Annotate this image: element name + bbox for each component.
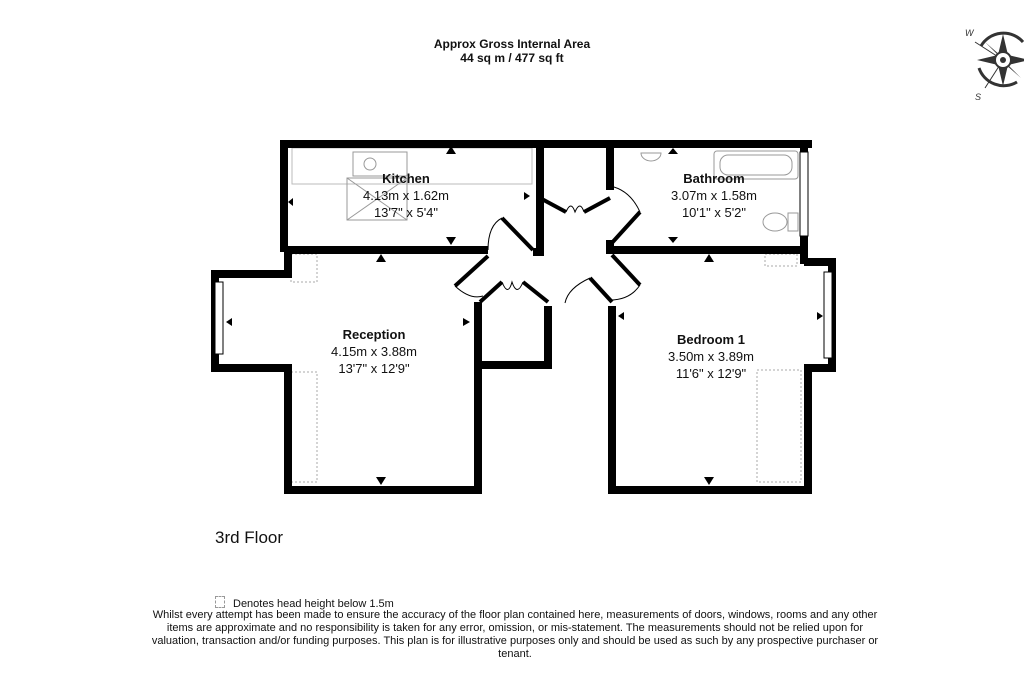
- legend: Denotes head height below 1.5m: [215, 596, 394, 610]
- room-metric: 3.07m x 1.58m: [671, 188, 757, 203]
- head-height-swatch: [215, 596, 225, 608]
- basin-icon: [640, 152, 662, 162]
- compass-rose-icon: W S: [965, 28, 1024, 102]
- room-name: Bedroom 1: [677, 332, 745, 347]
- room-metric: 4.15m x 3.88m: [331, 344, 417, 359]
- sink-bowl: [363, 157, 377, 171]
- doors: [453, 185, 642, 304]
- room-name: Bathroom: [683, 171, 745, 186]
- room-bedroom-1: Bedroom 1 3.50m x 3.89m 11'6" x 12'9": [631, 331, 791, 382]
- compass-w: W: [965, 28, 975, 38]
- room-imperial: 10'1" x 5'2": [681, 205, 747, 220]
- room-bathroom: Bathroom 3.07m x 1.58m 10'1" x 5'2": [634, 170, 794, 221]
- room-name: Reception: [342, 327, 406, 342]
- area-value: 44 sq m / 477 sq ft: [460, 51, 564, 65]
- hob-icon: [346, 177, 408, 221]
- floor-label: 3rd Floor: [215, 528, 284, 547]
- room-metric: 3.50m x 3.89m: [668, 349, 754, 364]
- room-metric: 4.13m x 1.62m: [363, 188, 449, 203]
- room-imperial: 13'7" x 5'4": [373, 205, 439, 220]
- room-imperial: 11'6" x 12'9": [675, 366, 747, 381]
- windows: [214, 151, 833, 359]
- fixtures: [346, 150, 799, 232]
- legend-text: Denotes head height below 1.5m: [233, 598, 394, 610]
- room-imperial: 13'7" x 12'9": [338, 361, 410, 376]
- room-reception: Reception 4.15m x 3.88m 13'7" x 12'9": [294, 326, 454, 377]
- bath-icon: [713, 150, 799, 180]
- sink-icon: [352, 151, 408, 177]
- measurement-arrows: [226, 146, 823, 485]
- toilet-icon: [762, 212, 788, 232]
- disclaimer: Whilst every attempt has been made to en…: [151, 609, 879, 660]
- compass-s: S: [975, 92, 981, 102]
- room-kitchen: Kitchen 4.13m x 1.62m 13'7" x 5'4": [326, 170, 486, 221]
- room-name: Kitchen: [382, 171, 430, 186]
- area-title: Approx Gross Internal Area: [433, 37, 591, 51]
